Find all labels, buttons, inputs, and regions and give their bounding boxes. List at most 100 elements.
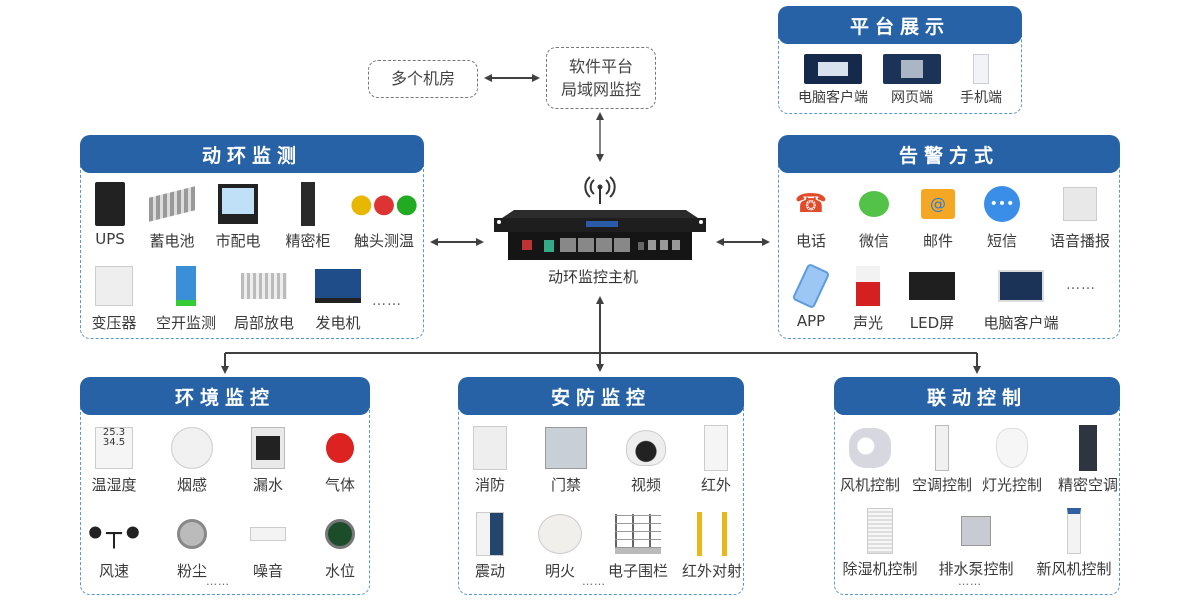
more-dots: ……	[958, 575, 982, 588]
item-label: 红外对射	[681, 562, 742, 580]
battery-icon	[149, 181, 195, 227]
item-label: 电话	[795, 232, 826, 250]
led-screen-icon	[909, 263, 955, 309]
env-item-anemometer[interactable]: ⚫┬⚫ 风速	[74, 511, 154, 581]
item-label: 蓄电池	[149, 232, 195, 250]
item-label: LED屏	[909, 314, 955, 332]
dynamic-item-cabinet[interactable]: 精密柜	[268, 181, 348, 251]
transformer-icon	[91, 263, 137, 309]
dynamic-item-meter[interactable]: 市配电	[198, 181, 278, 251]
alarm-item-email[interactable]: @ 邮件	[898, 181, 978, 251]
email-icon: @	[915, 181, 961, 227]
water-leak-icon	[245, 425, 291, 471]
dehumidifier-icon	[857, 507, 903, 555]
linkage-title: 联动控制	[834, 377, 1120, 415]
software-platform-box: 软件平台 局域网监控	[546, 47, 656, 109]
item-label: 消防	[474, 476, 505, 494]
item-label: 气体	[324, 476, 355, 494]
sec-item-camera[interactable]: 视频	[606, 425, 686, 495]
link-item-dehumidifier[interactable]: 除湿机控制	[840, 507, 920, 579]
more-dots: ……	[1066, 277, 1096, 293]
item-label: 声光	[852, 314, 883, 332]
item-label: 发电机	[315, 314, 361, 332]
item-label: 门禁	[550, 476, 581, 494]
breaker-icon	[163, 263, 209, 309]
alarm-item-sms[interactable]: ••• 短信	[962, 181, 1042, 251]
item-label: 空调控制	[911, 476, 972, 494]
link-item-fan[interactable]: 风机控制	[830, 425, 910, 495]
platform-item-mobile[interactable]: 手机端	[946, 54, 1016, 107]
link-item-precision-ac[interactable]: 精密空调	[1048, 425, 1128, 495]
sec-item-ir-beam[interactable]: 红外对射	[672, 511, 752, 581]
env-item-water-leak[interactable]: 漏水	[228, 425, 308, 495]
sec-item-pir[interactable]: 红外	[676, 425, 756, 495]
item-label: 风速	[98, 562, 129, 580]
alarm-title: 告警方式	[778, 135, 1120, 173]
item-label: 语音播报	[1049, 232, 1110, 250]
precision-ac-icon	[1065, 425, 1111, 471]
item-label: 视频	[630, 476, 661, 494]
sec-item-vibration[interactable]: 震动	[450, 511, 530, 581]
sec-item-fence[interactable]: 电子围栏	[598, 511, 678, 581]
sec-item-flame[interactable]: 明火	[520, 511, 600, 581]
item-label: UPS	[95, 230, 125, 248]
alarm-item-wechat[interactable]: 微信	[834, 181, 914, 251]
access-keypad-icon	[543, 425, 589, 471]
contact-temp-icon: ●●●	[349, 189, 419, 219]
dust-sensor-icon	[169, 511, 215, 557]
alarm-item-speaker[interactable]: 语音播报	[1040, 181, 1120, 251]
dynamic-item-contact-temp[interactable]: ●●● 触头测温	[344, 181, 424, 251]
dynamic-item-transformer[interactable]: 变压器	[74, 263, 154, 333]
env-item-dust[interactable]: 粉尘	[152, 511, 232, 581]
drain-pump-icon	[953, 507, 999, 555]
wireless-signal-icon	[584, 174, 616, 204]
env-item-smoke[interactable]: 烟感	[152, 425, 232, 495]
alarm-item-desktop[interactable]: 电脑客户端	[974, 263, 1068, 333]
item-label: 噪音	[252, 562, 283, 580]
link-item-drain-pump[interactable]: 排水泵控制	[934, 507, 1018, 579]
platform-item-desktop[interactable]: 电脑客户端	[792, 54, 874, 107]
item-label: 灯光控制	[981, 476, 1042, 494]
dynamic-item-generator[interactable]: 发电机	[298, 263, 378, 333]
platform-group: 平台展示 电脑客户端 网页端 手机端	[778, 6, 1022, 114]
link-item-fresh-air[interactable]: 新风机控制	[1032, 507, 1116, 579]
platform-item-label: 手机端	[960, 90, 1002, 106]
infrared-beam-icon	[689, 511, 735, 557]
alarm-item-led[interactable]: LED屏	[892, 263, 972, 333]
env-item-gas[interactable]: 气体	[300, 425, 380, 495]
item-label: 变压器	[91, 314, 137, 332]
link-item-light[interactable]: 灯光控制	[972, 425, 1052, 495]
link-item-ac[interactable]: 空调控制	[902, 425, 982, 495]
dynamic-item-battery[interactable]: 蓄电池	[132, 181, 212, 251]
light-bulb-icon	[989, 425, 1035, 471]
electric-fence-icon	[615, 511, 661, 557]
alarm-item-siren[interactable]: 声光	[828, 263, 908, 333]
alarm-item-app[interactable]: APP	[771, 262, 851, 330]
env-item-noise[interactable]: 噪音	[228, 511, 308, 581]
dynamic-item-partial-discharge[interactable]: 局部放电	[224, 263, 304, 333]
alarm-group: 告警方式 ☎ 电话 微信 @ 邮件 ••• 短信 语音播报 APP 声光 LED…	[778, 135, 1120, 339]
dynamic-item-ups[interactable]: UPS	[70, 181, 150, 248]
ups-icon	[87, 181, 133, 227]
sec-item-fire[interactable]: 消防	[450, 425, 530, 495]
host-label: 动环监控主机	[548, 268, 639, 286]
more-dots: ……	[206, 575, 230, 588]
platform-item-web[interactable]: 网页端	[876, 54, 948, 107]
rack-server-icon[interactable]	[494, 210, 706, 260]
sec-item-access[interactable]: 门禁	[526, 425, 606, 495]
item-label: 电脑客户端	[983, 314, 1059, 332]
item-label: 风机控制	[839, 476, 900, 494]
dynamic-item-breaker[interactable]: 空开监测	[146, 263, 226, 333]
item-label: 微信	[858, 232, 889, 250]
item-label: 震动	[474, 562, 505, 580]
env-item-water-level[interactable]: 水位	[300, 511, 380, 581]
dynamic-monitoring-group: 动环监测 UPS 蓄电池 市配电 精密柜 ●●● 触头测温 变压器 空开监测 局…	[80, 135, 424, 339]
alarm-item-phone[interactable]: ☎ 电话	[771, 181, 851, 251]
rooms-box: 多个机房	[368, 60, 478, 98]
item-label: APP	[796, 312, 826, 330]
desktop-dashboard-icon	[804, 54, 862, 84]
